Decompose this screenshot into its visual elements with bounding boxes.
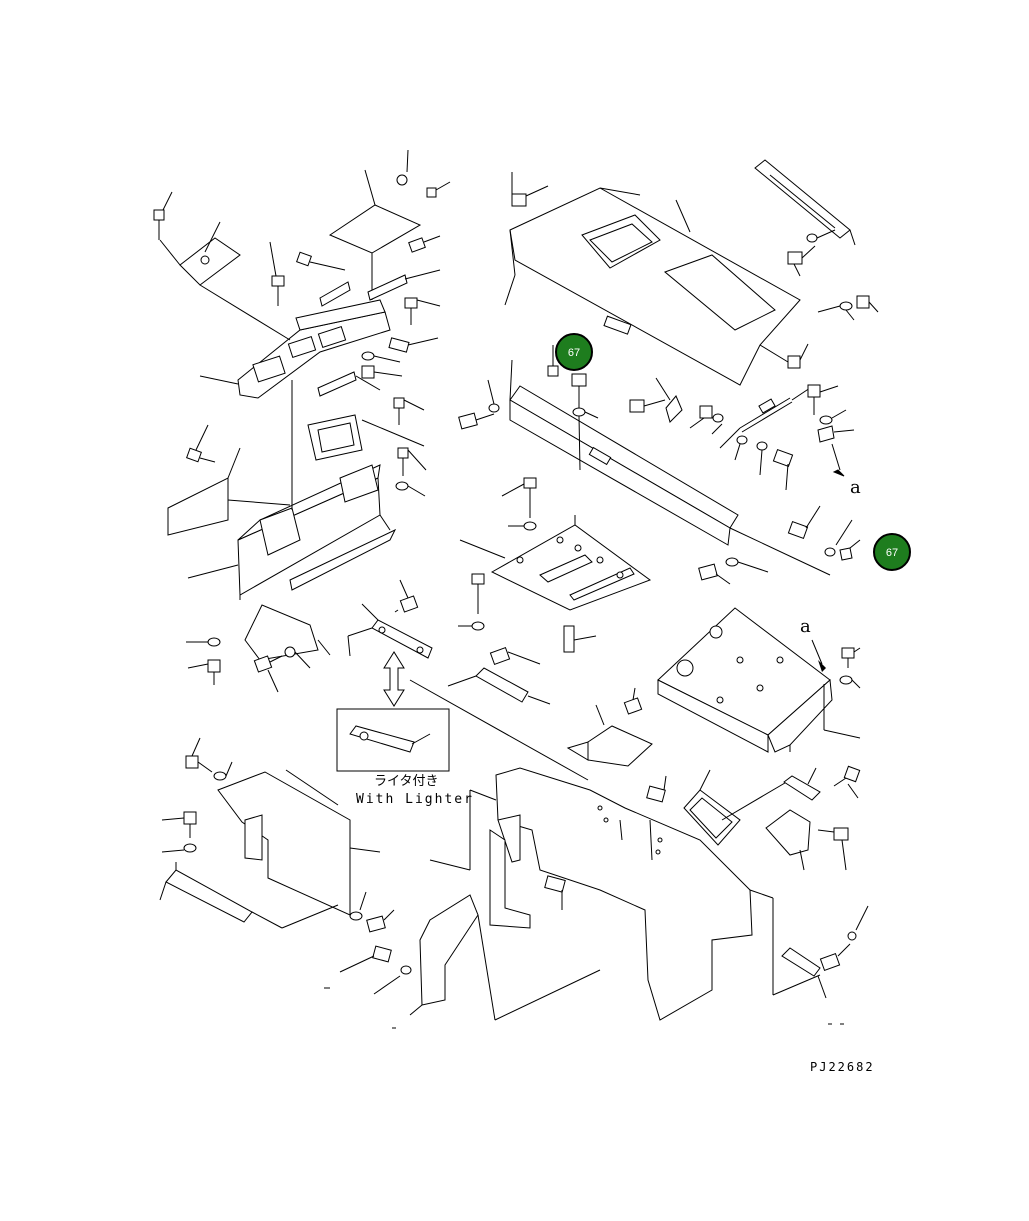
drawing-number: PJ22682 [810, 1060, 875, 1074]
right-dash-cover [504, 159, 879, 386]
callout-67-top[interactable]: 67 [555, 333, 593, 371]
inset-label-en: With Lighter [356, 792, 474, 807]
middle-bar-assembly [458, 343, 861, 585]
reference-marker-a-top: a [850, 477, 861, 498]
left-console-frame [153, 149, 451, 693]
bottom-main-frame [392, 765, 869, 1029]
right-floor-plate: a [657, 607, 861, 753]
center-clamp-group [447, 646, 653, 767]
lighter-inset: ライタ付き With Lighter [336, 708, 474, 807]
callout-67-right[interactable]: 67 [873, 533, 911, 571]
reference-marker-a-bottom: a [800, 616, 811, 637]
lighter-bracket-group [347, 579, 589, 781]
inset-label-jp: ライタ付き [374, 774, 438, 789]
center-mount-plate [458, 477, 652, 653]
lower-left-shroud [159, 737, 412, 995]
